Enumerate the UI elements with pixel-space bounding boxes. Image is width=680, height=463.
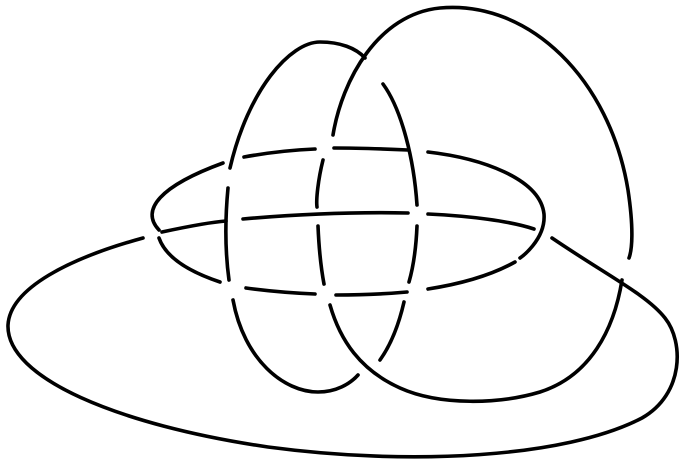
middle-ellipse-top-mid2 bbox=[334, 148, 408, 150]
crossing-bar-mid bbox=[243, 213, 408, 219]
middle-ellipse-top-mid bbox=[244, 149, 315, 157]
middle-ellipse-top-left bbox=[152, 163, 223, 230]
middle-ellipse-top-right bbox=[428, 152, 544, 258]
crossing-bar-right bbox=[428, 214, 534, 229]
crossing-bar bbox=[162, 213, 534, 232]
right-loop-outer-lower bbox=[330, 280, 622, 401]
large-ellipse-left-arc bbox=[8, 238, 677, 457]
right-vertical-loop bbox=[317, 7, 632, 401]
right-loop-outer bbox=[333, 7, 632, 258]
middle-ellipse-bottom-mid2 bbox=[246, 288, 315, 294]
left-loop-right-lower bbox=[380, 302, 404, 360]
right-loop-inner-mid bbox=[317, 160, 323, 207]
crossing-bar-left bbox=[162, 221, 226, 232]
left-loop-right-upper bbox=[383, 84, 417, 205]
left-loop-right-mid bbox=[409, 226, 417, 282]
right-loop-inner-lower bbox=[318, 226, 324, 284]
left-loop-lower-left bbox=[233, 300, 358, 392]
left-loop-left-down bbox=[226, 188, 229, 280]
large-bottom-ellipse bbox=[8, 238, 677, 457]
middle-ellipse-bottom-left bbox=[159, 238, 220, 282]
middle-ellipse-bottom-right bbox=[428, 262, 515, 289]
middle-ellipse-bottom-mid bbox=[336, 292, 407, 295]
